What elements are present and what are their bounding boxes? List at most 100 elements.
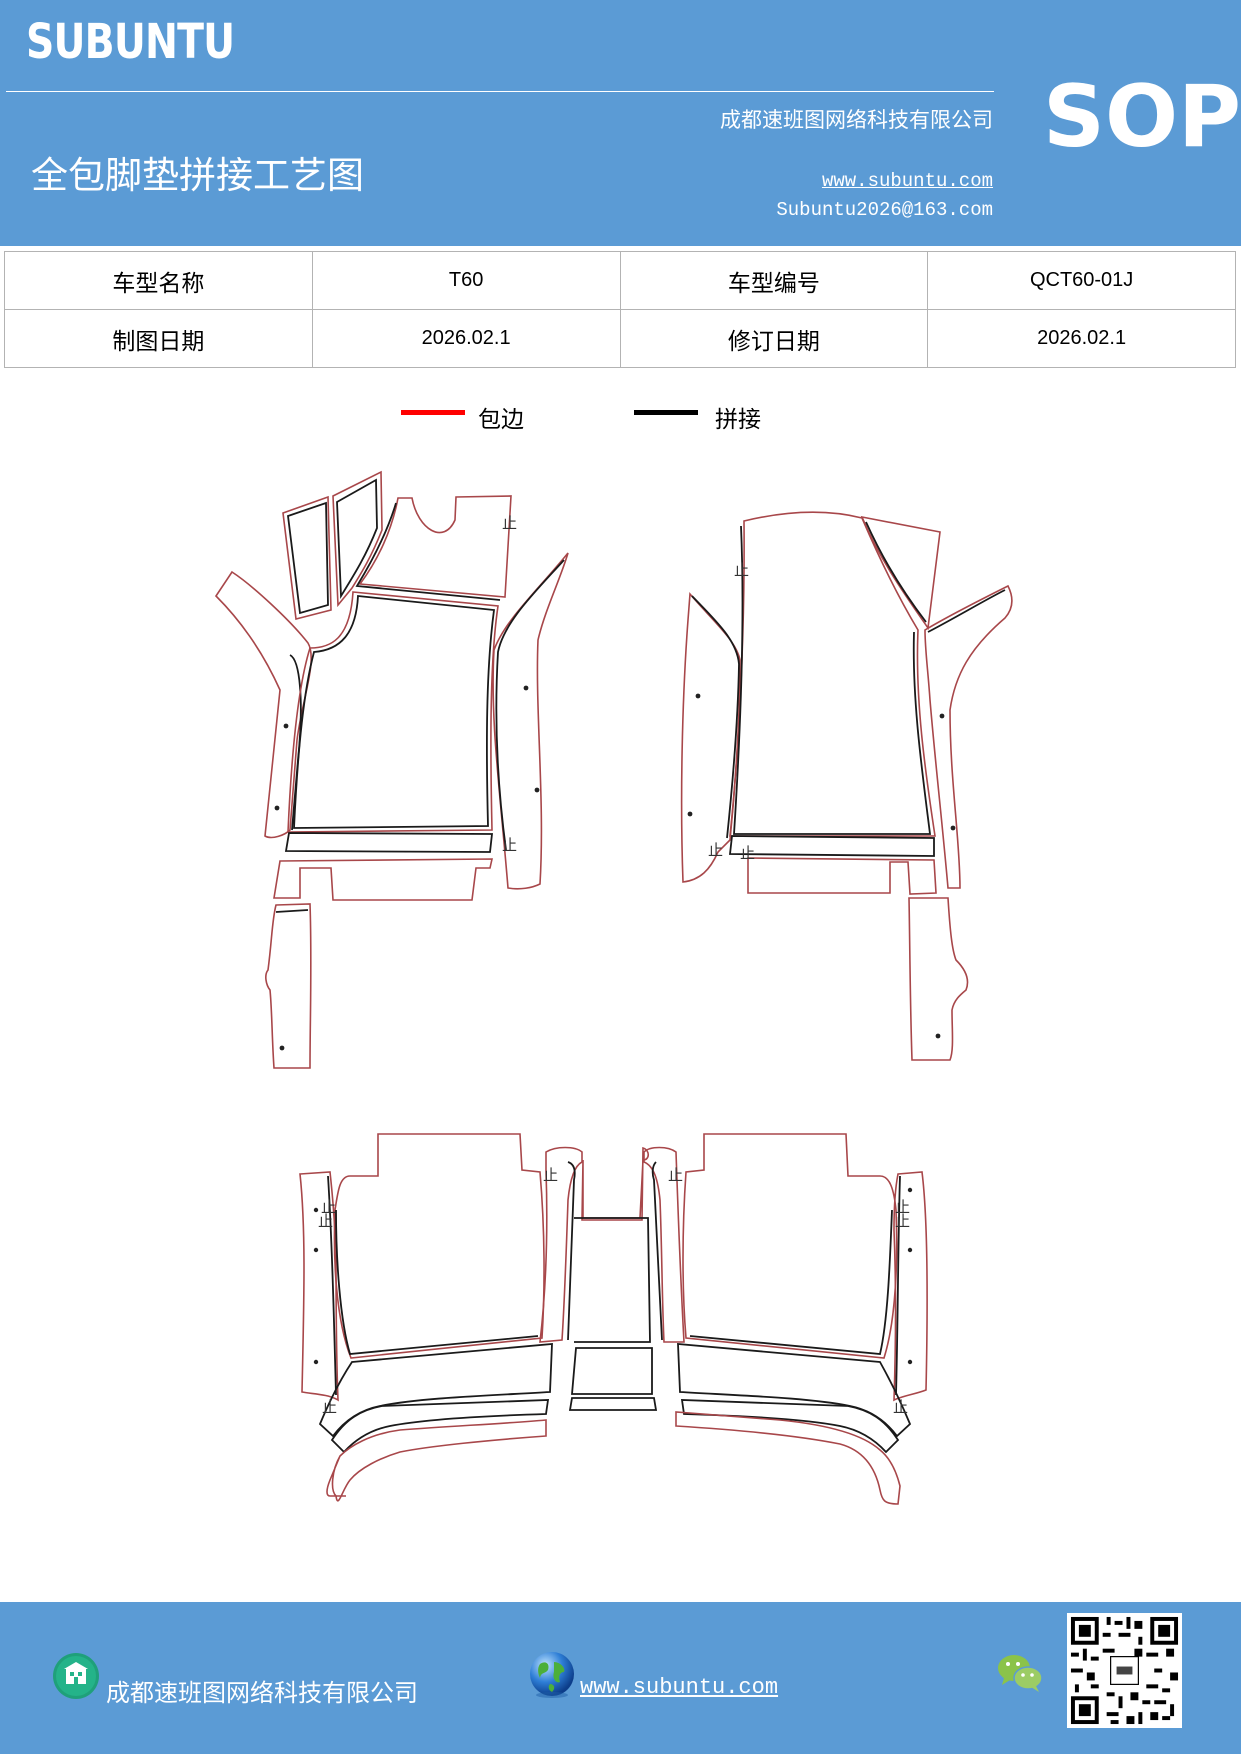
rear-right-tunnel-seam xyxy=(651,1161,663,1341)
rear-left-main-panel xyxy=(333,1133,545,1359)
draw-date-label: 制图日期 xyxy=(4,309,313,368)
driver-heel-seam xyxy=(355,502,501,601)
model-code-value: QCT60-01J xyxy=(927,251,1236,310)
driver-bottom-piece xyxy=(265,903,312,1069)
driver-top-panel-a-seam xyxy=(287,501,329,615)
dot-marker xyxy=(279,1045,285,1051)
footer-company-name: 成都速班图网络科技有限公司 xyxy=(106,1679,418,1707)
website-link[interactable]: www.subuntu.com xyxy=(821,170,993,192)
stop-mark: 止 xyxy=(502,836,517,854)
passenger-bottom-piece xyxy=(908,897,969,1061)
legend-swatch-edge xyxy=(401,410,465,415)
draw-date-value: 2026.02.1 xyxy=(311,309,621,368)
model-name-label: 车型名称 xyxy=(4,251,313,310)
dot-marker xyxy=(907,1359,913,1365)
rear-right-arc-strip xyxy=(680,1399,900,1454)
dot-marker xyxy=(523,685,529,691)
rear-right-arch-piece xyxy=(675,1411,901,1505)
footer-website-link[interactable]: www.subuntu.com xyxy=(580,1675,779,1700)
passenger-main-seam xyxy=(733,525,932,835)
rear-right-side-panel xyxy=(893,1171,928,1402)
passenger-left-seam xyxy=(691,595,740,839)
rear-right-main-panel xyxy=(682,1133,898,1359)
stop-mark: 止 xyxy=(321,1198,336,1216)
rear-center-hump xyxy=(581,1146,650,1221)
table-row: 制图日期 2026.02.1 修订日期 2026.02.1 xyxy=(4,309,1236,368)
sop-badge: SOP xyxy=(1043,67,1241,167)
dot-marker xyxy=(283,723,289,729)
brand-logo: SUBUNTU xyxy=(26,14,235,70)
email-address: Subuntu2026@163.com xyxy=(776,199,993,221)
rear-left-arch-piece xyxy=(326,1419,547,1502)
passenger-right-panel xyxy=(924,584,1013,889)
passenger-top-right-seam xyxy=(865,521,927,623)
dot-marker xyxy=(313,1207,319,1213)
rear-right-tunnel-strip xyxy=(643,1146,685,1343)
driver-top-panel-a xyxy=(282,495,332,621)
driver-bottom-seam xyxy=(275,909,309,913)
footer-banner: 成都速班图网络科技有限公司 www.subuntu.com xyxy=(0,1602,1241,1754)
driver-mat-group: 止 止 xyxy=(214,470,569,1069)
stop-mark: 止 xyxy=(895,1198,910,1216)
stop-mark: 止 xyxy=(893,1398,908,1416)
driver-right-panel xyxy=(492,552,569,890)
model-code-label: 车型编号 xyxy=(619,251,929,310)
rear-right-main-seam xyxy=(689,1209,893,1355)
building-icon xyxy=(53,1653,99,1699)
passenger-right-seam xyxy=(927,589,1006,633)
driver-rear-strip xyxy=(273,858,493,901)
dot-marker xyxy=(907,1247,913,1253)
dot-marker xyxy=(313,1359,319,1365)
dot-marker xyxy=(950,825,956,831)
driver-heel-panel xyxy=(358,495,512,598)
model-name-value: T60 xyxy=(311,251,621,310)
revision-date-value: 2026.02.1 xyxy=(927,309,1236,368)
rear-center-strip-a xyxy=(571,1347,653,1395)
rear-left-tunnel-strip xyxy=(539,1146,583,1343)
rear-center-strip-b xyxy=(568,1397,658,1411)
passenger-main-panel xyxy=(729,511,936,837)
revision-date-label: 修订日期 xyxy=(619,309,929,368)
driver-top-panel-b xyxy=(332,470,383,608)
legend-label-edge: 包边 xyxy=(478,407,524,433)
rear-center-panel xyxy=(574,1217,651,1343)
dot-marker xyxy=(939,713,945,719)
stop-mark: 止 xyxy=(708,841,723,859)
rear-left-tunnel-seam xyxy=(567,1161,576,1341)
rear-right-side-seam xyxy=(895,1175,901,1396)
dot-marker xyxy=(534,787,540,793)
globe-icon xyxy=(530,1652,574,1698)
dot-marker xyxy=(274,805,280,811)
dot-marker xyxy=(935,1033,941,1039)
legend-swatch-seam xyxy=(634,410,698,415)
passenger-mat-group: 止 止 止 xyxy=(680,511,1013,1061)
rear-left-arc-strip xyxy=(330,1399,550,1454)
header-divider xyxy=(6,91,994,92)
company-name: 成都速班图网络科技有限公司 xyxy=(720,108,993,132)
driver-main-panel xyxy=(287,591,499,833)
passenger-top-right-panel xyxy=(860,515,941,631)
header-banner: SUBUNTU 成都速班图网络科技有限公司 全包脚垫拼接工艺图 www.subu… xyxy=(0,0,1241,246)
wechat-icon xyxy=(998,1655,1043,1692)
driver-mat-outline xyxy=(214,570,312,839)
driver-main-seam xyxy=(293,595,496,829)
driver-top-panel-b-seam xyxy=(336,478,378,599)
dot-marker xyxy=(687,811,693,817)
table-row: 车型名称 T60 车型编号 QCT60-01J xyxy=(4,251,1236,310)
stop-mark: 止 xyxy=(668,1166,683,1184)
passenger-left-panel xyxy=(680,591,741,883)
rear-mat-group: 止 止 止 止 止 止 止 止 xyxy=(299,1133,928,1505)
stop-mark: 止 xyxy=(543,1166,558,1184)
qr-code xyxy=(1067,1613,1182,1728)
legend-label-seam: 拼接 xyxy=(715,407,761,433)
document-title: 全包脚垫拼接工艺图 xyxy=(31,154,364,197)
stop-mark: 止 xyxy=(502,514,517,532)
dot-marker xyxy=(313,1247,319,1253)
stop-mark: 止 xyxy=(322,1398,337,1416)
driver-sill-strip xyxy=(284,832,494,853)
rear-left-side-seam xyxy=(327,1175,337,1396)
dot-marker xyxy=(695,693,701,699)
dot-marker xyxy=(907,1187,913,1193)
driver-right-seam xyxy=(495,559,565,851)
stop-mark: 止 xyxy=(895,1212,910,1230)
